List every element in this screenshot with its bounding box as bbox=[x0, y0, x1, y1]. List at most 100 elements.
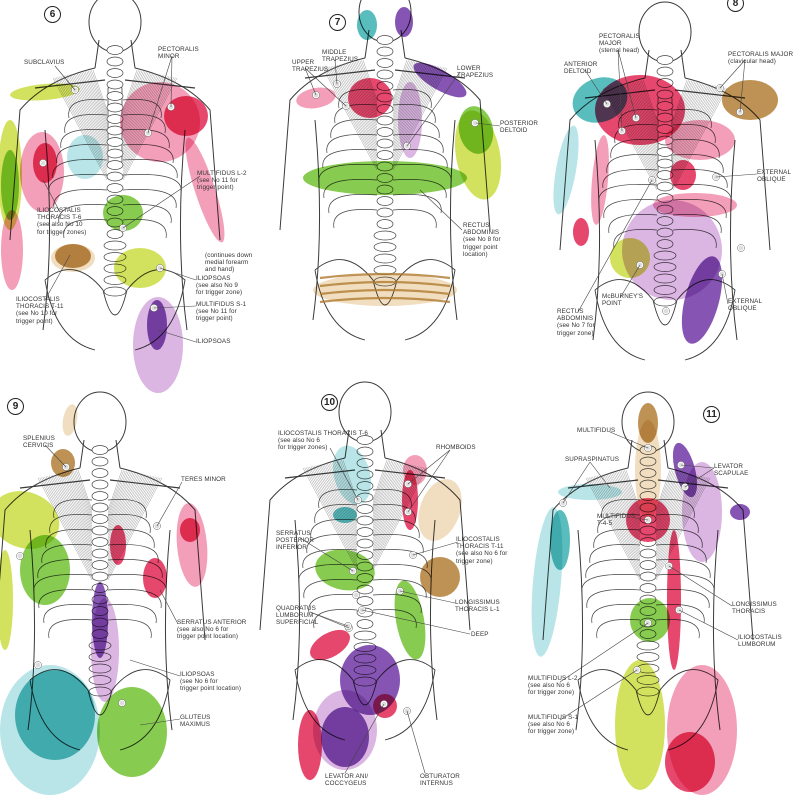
vertebra bbox=[91, 456, 109, 467]
trigger-zone-lightblue bbox=[553, 125, 579, 215]
rib bbox=[322, 149, 378, 169]
vertebra bbox=[636, 652, 660, 662]
muscle-fiber bbox=[372, 462, 402, 526]
clavicle bbox=[19, 479, 91, 489]
label-multifidus-t45: MULTIFIDUS T-4-5 bbox=[597, 513, 636, 528]
muscle-fiber bbox=[307, 466, 358, 562]
vertebra bbox=[91, 560, 109, 570]
trigger-zone-teal bbox=[550, 510, 570, 570]
muscle-fiber bbox=[310, 466, 358, 557]
muscle-fiber bbox=[372, 459, 388, 501]
trigger-point-ring bbox=[39, 159, 47, 167]
label-rectus-abdominis-7: RECTUS ABDOMINIS (see No 8 for trigger p… bbox=[463, 222, 501, 258]
trigger-zone-red bbox=[670, 160, 696, 190]
vertebra bbox=[91, 468, 109, 478]
trigger-point-ring bbox=[380, 700, 388, 708]
vertebra bbox=[91, 537, 109, 547]
label-multifidus-s1-11: MULTIFIDUS S-1 (see also No 6 for trigge… bbox=[528, 714, 579, 736]
trigger-zone-green bbox=[458, 106, 494, 154]
trigger-point-ring bbox=[665, 562, 673, 570]
vertebra bbox=[639, 571, 657, 582]
leader-line bbox=[577, 179, 653, 313]
muscle-fiber bbox=[53, 474, 93, 553]
trigger-zone-teal bbox=[357, 10, 377, 40]
muscle-fiber bbox=[107, 470, 127, 519]
rib bbox=[48, 619, 93, 639]
trigger-point-marker bbox=[39, 159, 47, 167]
label-obturator-internus: OBTURATOR INTERNUS bbox=[420, 773, 460, 788]
leader-line bbox=[54, 65, 76, 91]
rib bbox=[107, 604, 157, 624]
leader-line bbox=[634, 517, 649, 521]
label-iliocostalis-t6-10: ILIOCOSTALIS THORACIS T-6 (see also No 6… bbox=[278, 430, 368, 452]
trigger-zone-red bbox=[298, 710, 322, 780]
muscle-fiber bbox=[392, 59, 408, 101]
leader-line bbox=[609, 431, 649, 449]
trigger-point-ring bbox=[633, 666, 641, 674]
label-subclavius: SUBCLAVIUS bbox=[24, 59, 65, 66]
trigger-zone-lime bbox=[0, 491, 60, 549]
trigger-zone-red bbox=[180, 518, 200, 542]
leader-line bbox=[678, 609, 739, 641]
trigger-zone-red bbox=[402, 470, 418, 530]
vertebra bbox=[106, 160, 124, 170]
trigger-zone-green bbox=[1, 150, 19, 220]
leader-line bbox=[129, 659, 181, 677]
trigger-zone-pink bbox=[591, 135, 609, 225]
muscle-fiber bbox=[372, 467, 428, 571]
trigger-point-ring bbox=[144, 129, 152, 137]
muscle-fiber bbox=[86, 71, 108, 122]
muscle-fiber bbox=[69, 471, 93, 525]
leader-line bbox=[122, 175, 201, 229]
muscle-fiber bbox=[71, 471, 93, 522]
label-levator-scapulae: LEVATOR SCAPULAE bbox=[714, 463, 749, 478]
rib bbox=[655, 559, 711, 579]
trigger-point-ring bbox=[404, 480, 412, 488]
label-external-oblique-a: EXTERNAL OBLIQUE bbox=[757, 169, 792, 184]
trigger-point-ring bbox=[718, 270, 726, 278]
leader-line bbox=[139, 718, 181, 726]
trigger-point-ring bbox=[119, 224, 127, 232]
trigger-zone-pink bbox=[185, 137, 225, 243]
rib bbox=[314, 504, 358, 524]
vertebra bbox=[656, 181, 674, 192]
rib bbox=[591, 604, 641, 624]
muscle-fiber bbox=[309, 466, 358, 559]
leader-line bbox=[304, 67, 347, 107]
trigger-point-ring bbox=[636, 261, 644, 269]
vertebra bbox=[91, 571, 109, 582]
panel-number-8: 8 bbox=[727, 0, 744, 12]
trigger-zone-red bbox=[573, 218, 589, 246]
muscle-fiber bbox=[50, 475, 93, 558]
vertebra bbox=[106, 229, 124, 239]
muscle-fiber bbox=[322, 464, 358, 537]
leader-line bbox=[419, 189, 463, 231]
muscle-fiber bbox=[392, 60, 411, 106]
label-pectoralis-minor: PECTORALIS MINOR bbox=[158, 46, 199, 61]
trigger-zone-lime bbox=[615, 660, 665, 790]
trigger-point-ring bbox=[62, 463, 70, 471]
rib bbox=[586, 589, 641, 609]
muscle-fiber bbox=[372, 460, 391, 506]
leader-line bbox=[159, 267, 197, 281]
neck-line bbox=[663, 439, 669, 469]
vertebra bbox=[376, 69, 394, 80]
rib bbox=[330, 119, 378, 139]
trigger-point-ring bbox=[404, 508, 412, 516]
trigger-point-ring bbox=[396, 587, 404, 595]
leader-line bbox=[42, 179, 61, 213]
label-deep: DEEP bbox=[471, 631, 489, 638]
leader-line bbox=[309, 611, 349, 627]
muscle-fiber bbox=[73, 73, 108, 144]
trigger-point-ring bbox=[16, 552, 24, 560]
head-outline bbox=[88, 0, 142, 53]
trigger-point-ring bbox=[675, 606, 683, 614]
vertebra bbox=[91, 479, 109, 490]
vertebra bbox=[376, 207, 394, 218]
trigger-point-marker bbox=[737, 244, 745, 252]
vertebra bbox=[656, 66, 674, 77]
leader-line bbox=[334, 59, 338, 85]
muscle-stripe bbox=[319, 296, 451, 304]
leader-line bbox=[475, 122, 501, 127]
muscle-fiber bbox=[76, 73, 108, 139]
